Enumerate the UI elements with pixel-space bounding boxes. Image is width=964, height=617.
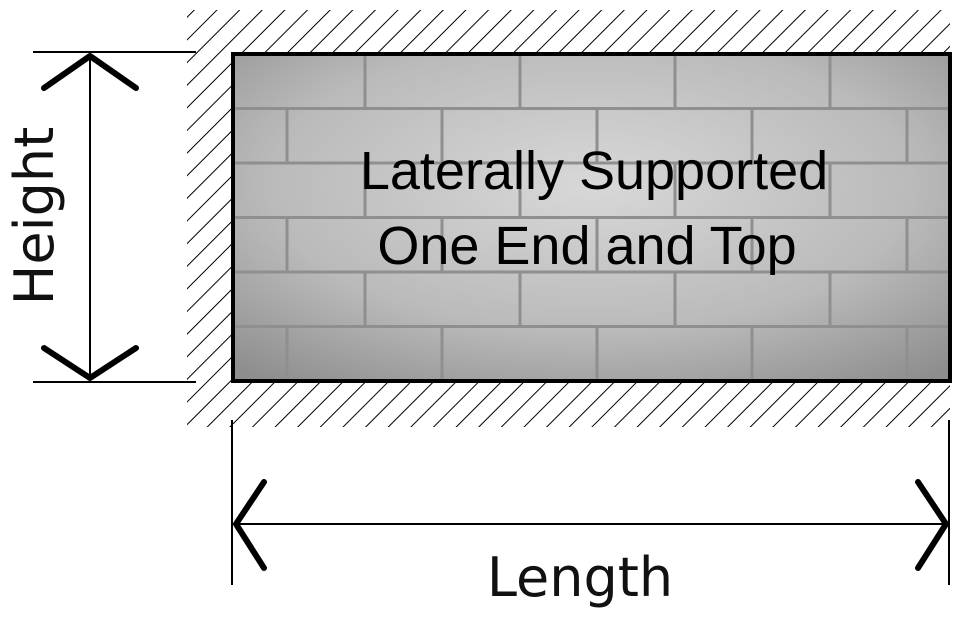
height-arrow-top-icon [41, 53, 139, 91]
wall-outline [231, 52, 952, 383]
wall-label-line2: One End and Top [377, 216, 796, 276]
support-hatching [187, 10, 950, 427]
height-dimension [33, 51, 196, 383]
length-label: Length [487, 546, 673, 609]
height-label: Height [3, 127, 66, 306]
height-arrow-bottom-icon [41, 345, 139, 381]
left-support-hatch [187, 52, 231, 383]
wall-label-line1: Laterally Supported [360, 141, 828, 201]
masonry-wall [233, 54, 950, 381]
length-arrow-right-icon [915, 479, 949, 571]
length-arrow-left-icon [233, 479, 267, 571]
top-support-hatch [187, 10, 950, 52]
bottom-support-hatch [187, 383, 950, 427]
mortar-joints [233, 54, 950, 381]
length-dimension [231, 420, 950, 585]
